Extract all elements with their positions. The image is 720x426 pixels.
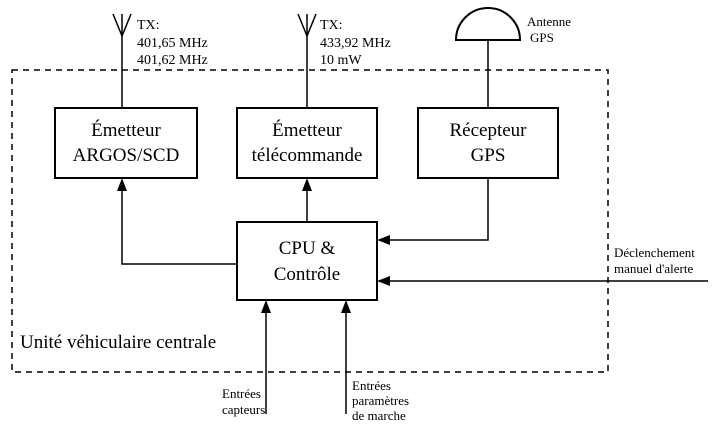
central-unit-label: Unité véhiculaire centrale [20,332,216,353]
gps-antenna-icon [454,7,522,108]
antenna-tx2-icon [297,13,317,108]
alert-input-label-1: Déclenchement [614,245,695,260]
emitter-telecommande-title: Émetteur [272,119,342,141]
alert-input-label-2: manuel d'alerte [614,261,693,276]
gps-receiver-subtitle: GPS [471,145,506,166]
cpu-control-title: CPU & [279,238,336,259]
gps-receiver-block: Récepteur GPS [417,107,559,179]
params-input-label-1: Entrées [352,378,391,393]
params-input-label-2: paramètres [352,393,409,408]
params-input-label-3: de marche [352,408,406,423]
antenna-tx1-label-1: TX: [137,18,160,33]
antenna-tx1-label-3: 401,62 MHz [137,53,208,68]
sensors-input-label-2: capteurs [222,402,265,417]
emitter-telecommande-block: Émetteur télécommande [236,107,378,179]
emitter-argos-block: Émetteur ARGOS/SCD [54,107,198,179]
emitter-argos-title: Émetteur [91,119,161,141]
arrow-sensors-to-cpu [261,300,271,414]
arrow-params-to-cpu [341,300,351,414]
antenna-tx1-label-2: 401,65 MHz [137,36,208,51]
antenna-tx2-label-1: TX: [320,18,343,33]
cpu-control-subtitle: Contrôle [274,264,341,285]
cpu-control-block: CPU & Contrôle [236,221,378,301]
arrow-cpu-to-argos [117,178,237,265]
sensors-input-label-1: Entrées [222,386,261,401]
emitter-telecommande-subtitle: télécommande [252,145,363,166]
antenna-tx2-label-3: 10 mW [320,53,362,68]
gps-receiver-title: Récepteur [449,120,527,141]
antenna-tx1-icon [112,13,132,108]
arrow-cpu-to-telecommande [302,178,312,222]
emitter-argos-subtitle: ARGOS/SCD [73,145,180,166]
antenna-tx2-label-2: 433,92 MHz [320,36,391,51]
gps-antenna-label-2: GPS [530,30,554,45]
central-unit-enclosure [11,69,609,373]
arrow-gps-to-cpu [377,178,489,245]
arrow-alert-to-cpu [377,276,708,286]
gps-antenna-label-1: Antenne [527,14,571,29]
